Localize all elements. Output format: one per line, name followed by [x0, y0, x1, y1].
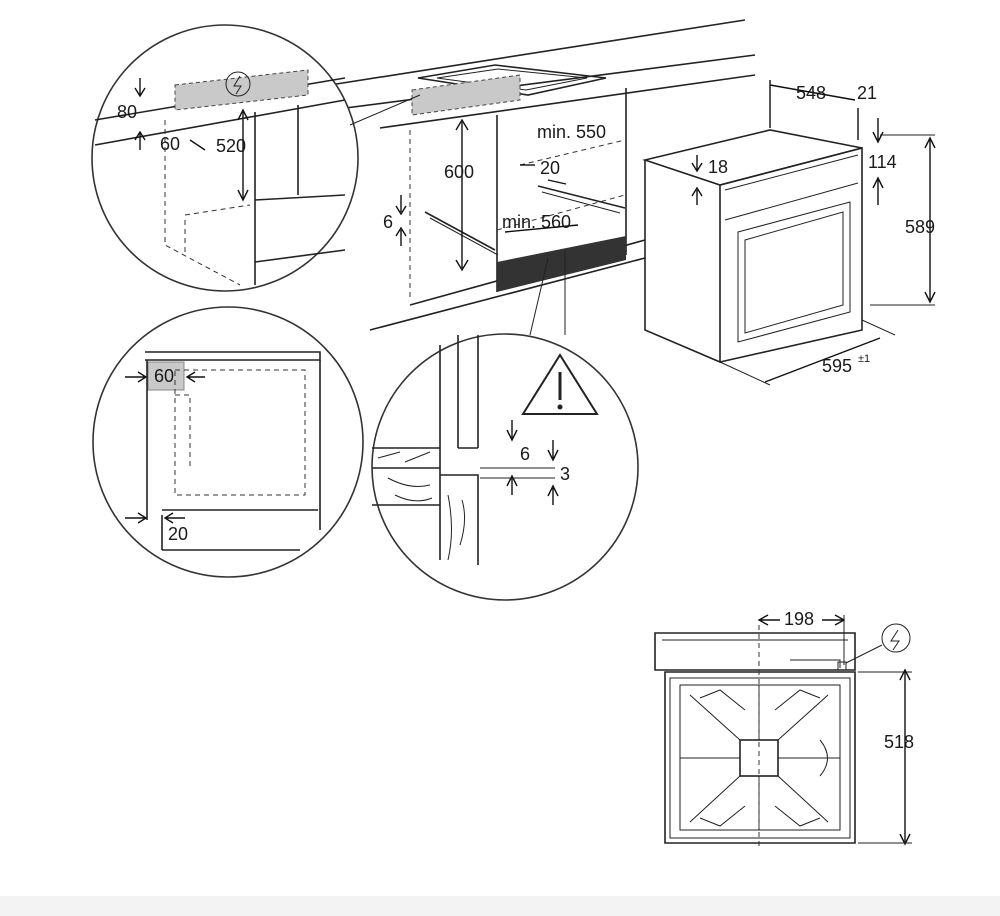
dim-side-20: 20: [168, 524, 188, 544]
worktop-cabinet: 600 min. 550 20 6 min. 560: [329, 19, 756, 331]
page-footer-band: [0, 896, 1000, 916]
dim-back-518: 518: [884, 732, 914, 752]
dim-top-520: 520: [216, 136, 246, 156]
electrical-zone: [411, 74, 521, 116]
dim-top-60: 60: [160, 134, 180, 154]
plinth-vent: [497, 236, 626, 292]
dim-gap-6: 6: [520, 444, 530, 464]
dim-gap-3: 3: [560, 464, 570, 484]
dim-cabinet-6: 6: [383, 212, 393, 232]
oven-back-view: 198 518: [654, 609, 914, 850]
dim-side-60: 60: [154, 366, 174, 386]
electric-icon-back: [881, 623, 911, 653]
detail-circle-gap: 6 3: [371, 250, 639, 601]
oven-door-window: [737, 201, 851, 343]
dim-oven-595: 595: [822, 356, 852, 376]
dim-oven-21: 21: [857, 83, 877, 103]
warning-icon: [521, 353, 599, 415]
dim-oven-589: 589: [905, 217, 935, 237]
dim-oven-18: 18: [708, 157, 728, 177]
dim-600: 600: [444, 162, 474, 182]
dim-back-198: 198: [784, 609, 814, 629]
electrical-zone-detail: [174, 69, 309, 111]
dim-cabinet-20: 20: [540, 158, 560, 178]
dim-oven-114: 114: [868, 152, 897, 172]
dim-oven-595-tolerance: ±1: [858, 353, 870, 365]
dim-oven-548: 548: [796, 83, 826, 103]
detail-circle-side: 60 20: [92, 306, 364, 578]
electric-icon: [225, 71, 251, 97]
dim-min-550: min. 550: [537, 122, 606, 142]
clearance-zone-60: [147, 361, 185, 391]
detail-circle-top: 80 60 520: [91, 24, 421, 292]
dim-top-80: 80: [117, 102, 137, 122]
oven: 548 21 114 18 589 595 ±1: [642, 80, 936, 386]
